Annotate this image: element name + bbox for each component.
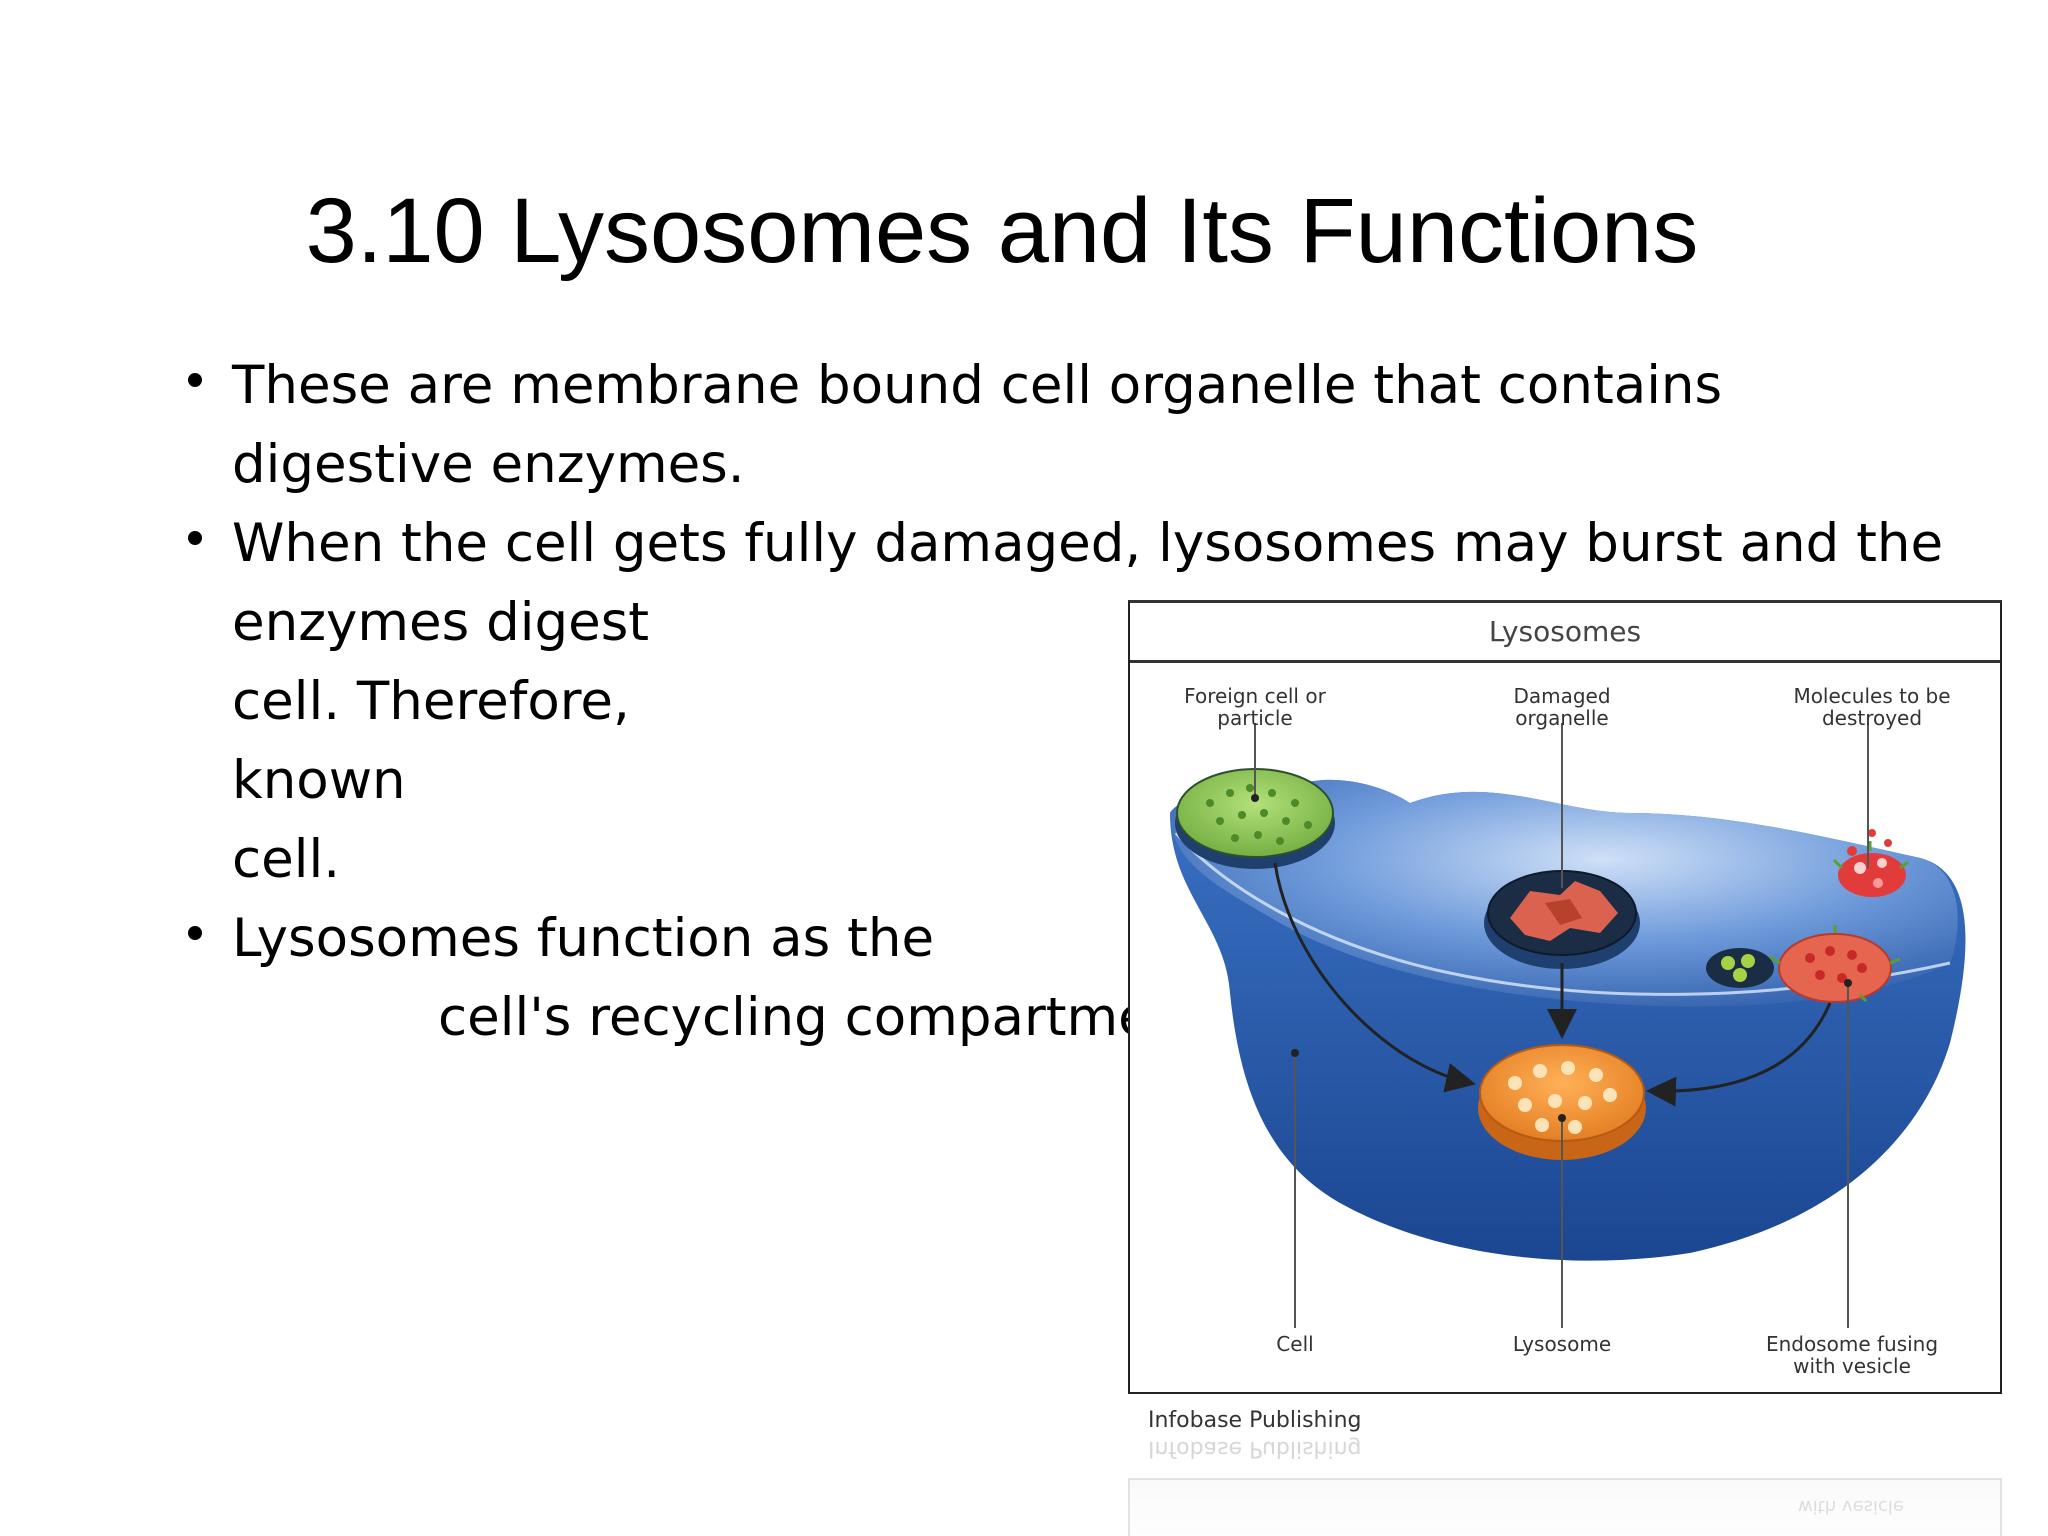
bullet-2-line-5: cell. [232,829,341,890]
bullet-dot [188,373,202,387]
foreign-particle-icon [1175,768,1335,869]
pathway-arrows [1273,862,1832,1107]
bullet-2-line-1: When the cell gets fully damaged, lysoso… [232,513,1944,574]
bullet-3-line-1: Lysosomes function as the [232,908,935,969]
slide-title: 3.10 Lysosomes and Its Functions [0,176,2048,286]
label-leader-lines [1254,723,1869,1328]
bullet-dot [188,926,202,940]
figure-reflection-label: with vesicle [1798,1496,1904,1517]
label-damaged-organelle: Damaged organelle [1513,684,1611,730]
bullet-2-line-3: cell. Therefore, [232,671,630,732]
bullet-2-line-2: enzymes digest [232,592,650,653]
bullet-dot [188,531,202,545]
molecules-vesicle-icon [1832,829,1909,897]
figure-credit: Infobase Publishing [1148,1408,1362,1433]
damaged-organelle-icon [1484,870,1640,969]
slide-title-text: 3.10 Lysosomes and Its Functions [305,180,1699,282]
label-lysosome: Lysosome [1512,1332,1612,1356]
label-anchor-dots [1251,794,1852,1122]
endosome-icon [1706,925,1901,1003]
figure-title: Lysosomes [1488,615,1642,648]
label-endosome: Endosome fusing with vesicle [1765,1332,1939,1378]
label-foreign-particle: Foreign cell or particle [1184,684,1326,730]
bullet-1-line-2: digestive enzymes. [232,434,745,495]
lysosome-icon [1478,1044,1646,1160]
figure-reflection: with vesicle [1128,1478,2002,1536]
label-cell: Cell [1276,1332,1314,1356]
figure-credit-reflection: Infobase Publishing [1148,1436,1362,1461]
bullet-3-line-2: cell's recycling compartme [438,987,1151,1048]
lysosome-figure: Lysosomes [1128,600,2004,1536]
figure-frame: Lysosomes [1128,600,2002,1394]
figure-title-bar: Lysosomes [1130,603,2000,663]
bullet-1-line-1: These are membrane bound cell organelle … [232,355,1723,416]
lysosome-diagram [1170,723,1966,1328]
label-molecules: Molecules to be destroyed [1793,684,1951,730]
bullet-2-line-4: known [232,750,406,811]
